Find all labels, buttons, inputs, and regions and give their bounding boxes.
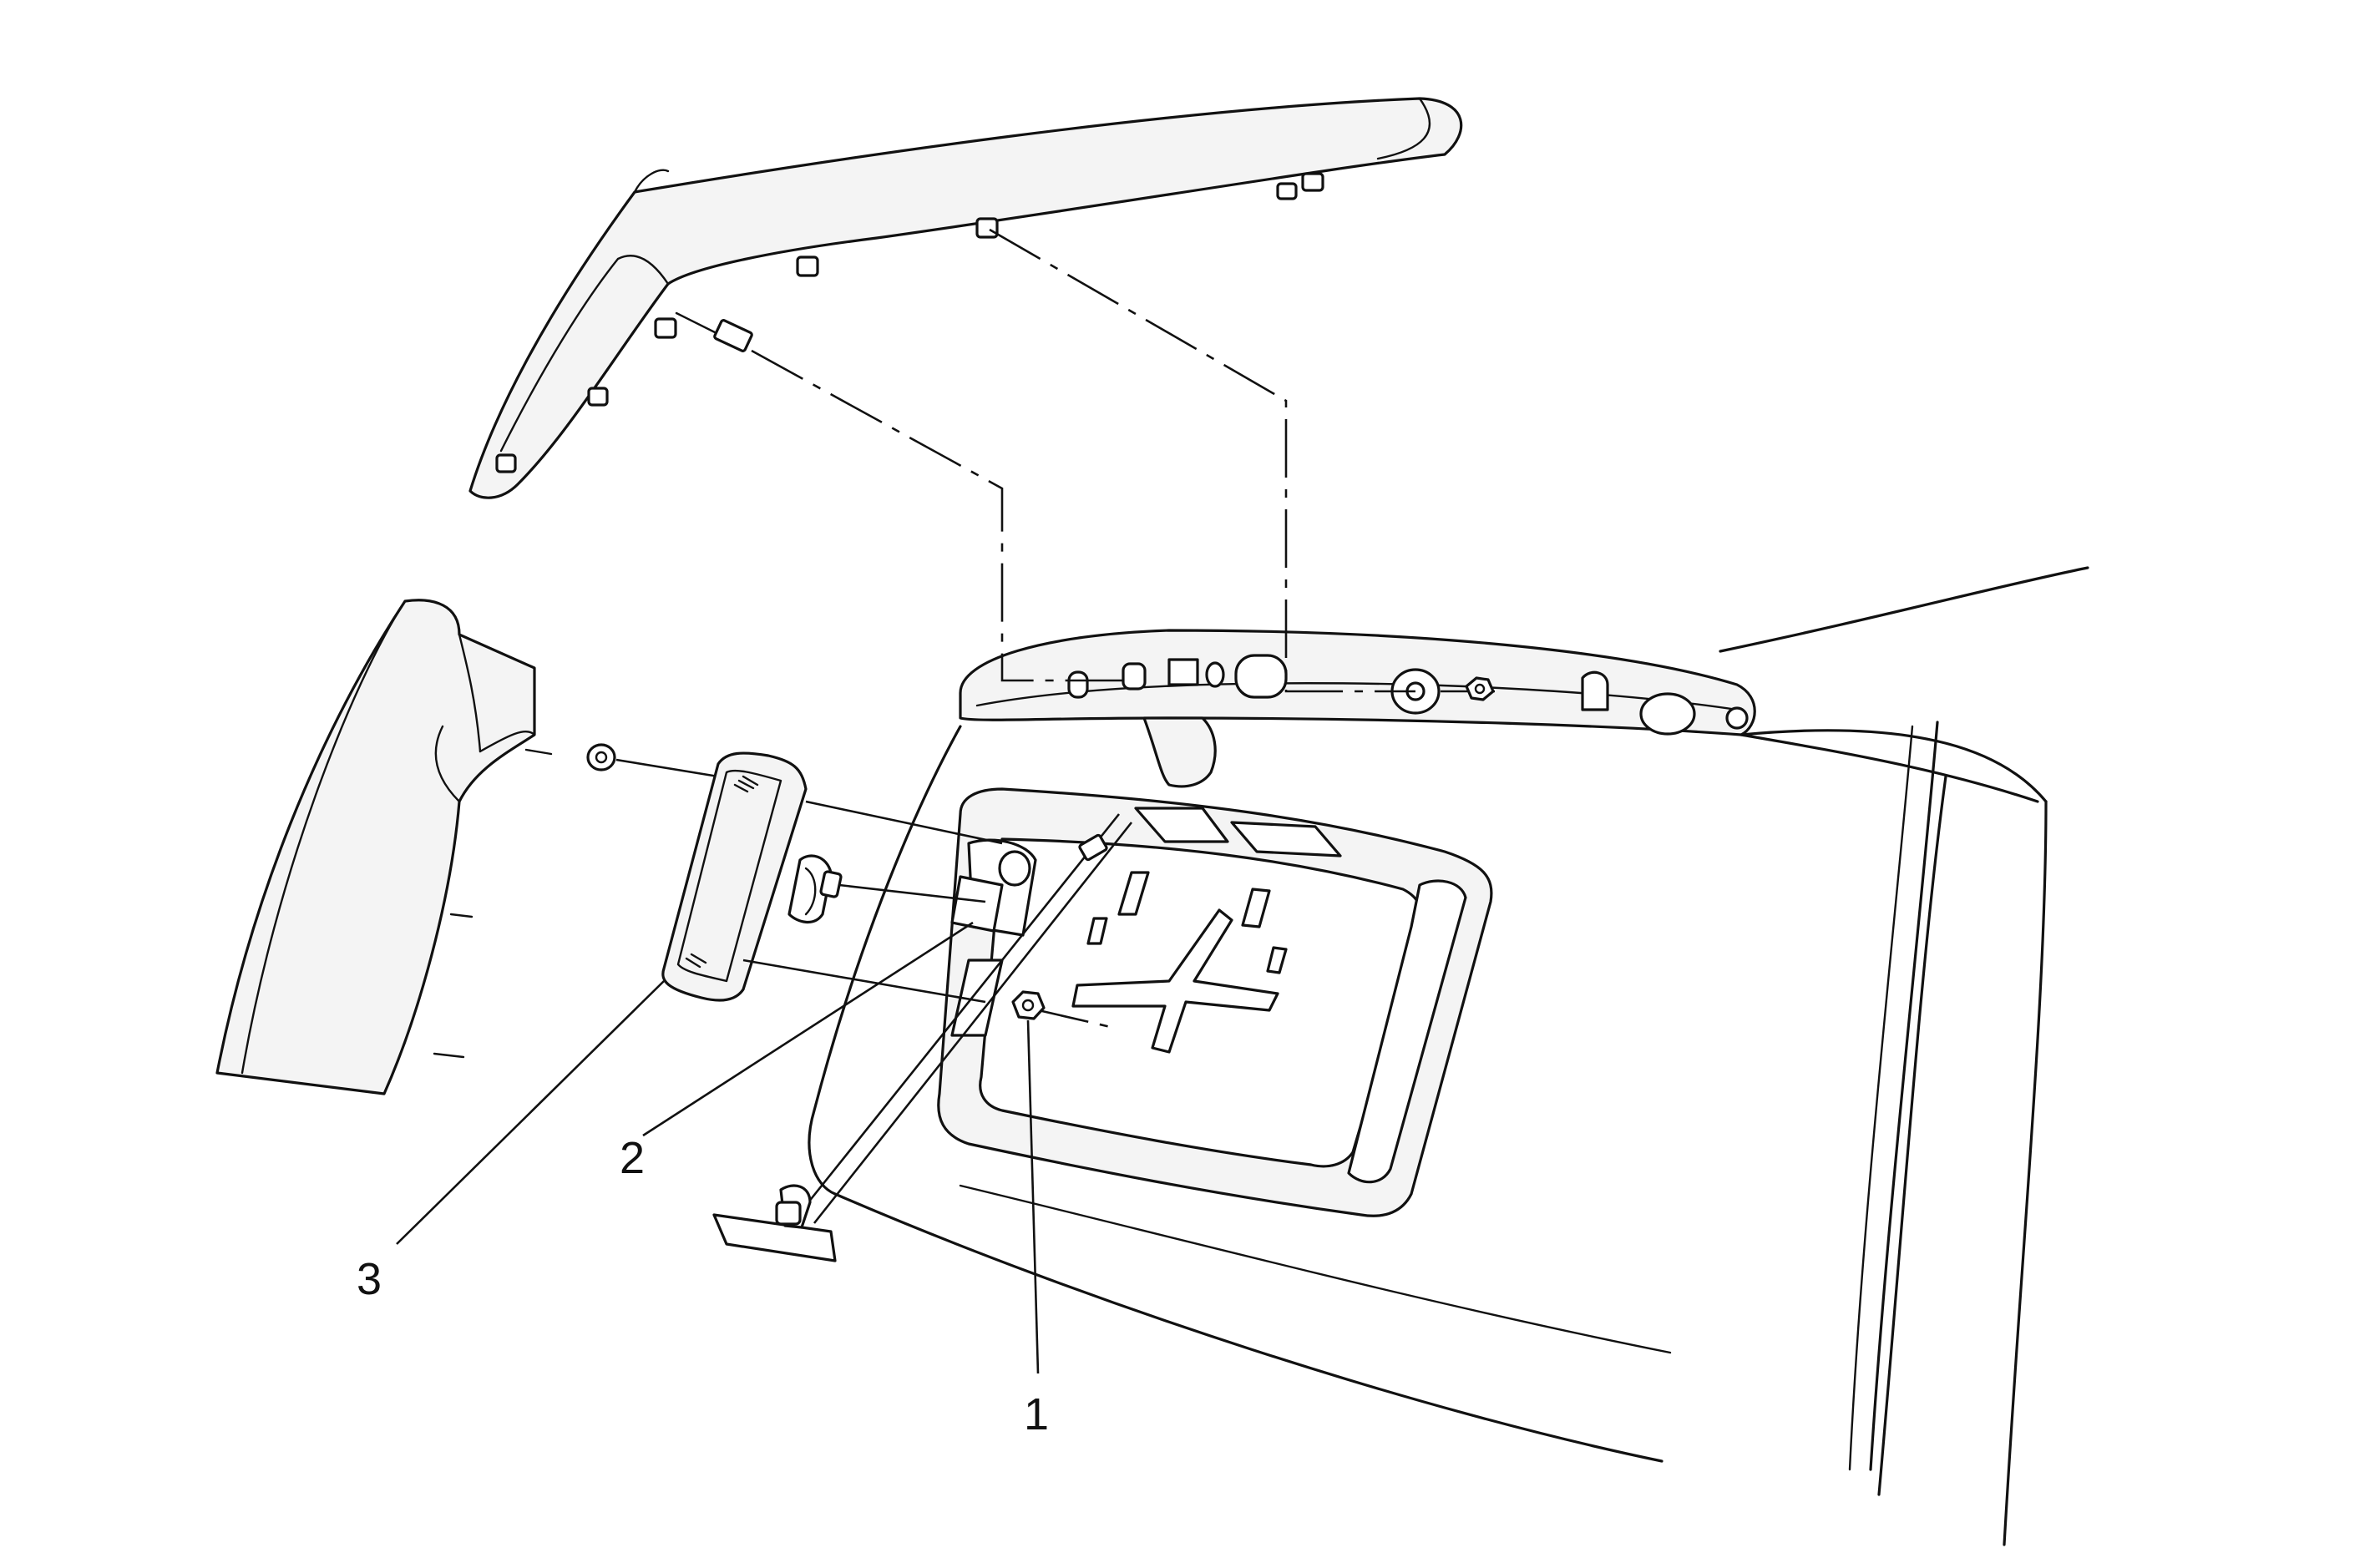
tail-lamp-housing — [215, 599, 553, 1095]
license-lamp-assembly — [661, 751, 843, 1002]
callout-2: 2 — [620, 1133, 645, 1183]
lamp-nut — [586, 743, 616, 771]
callout-3: 3 — [357, 1254, 382, 1304]
liftgate-body — [808, 566, 2089, 1546]
nut-part-1 — [1011, 990, 1046, 1020]
trim-mount-studs — [495, 172, 1324, 473]
alignment-lines — [742, 228, 1495, 1224]
harness-connector — [1078, 833, 1108, 862]
upper-trim-panel — [468, 97, 1463, 499]
plate-emblem-embossing — [1071, 871, 1288, 1054]
license-plate-pocket — [937, 787, 1493, 1217]
callout-1: 1 — [1024, 1389, 1049, 1439]
harness-grommet — [712, 1184, 837, 1262]
rim-nut — [1465, 676, 1495, 701]
lamp-housing-studs — [433, 748, 553, 1059]
trim-wire-connector — [675, 311, 753, 352]
callout-leaders — [396, 921, 1040, 1374]
